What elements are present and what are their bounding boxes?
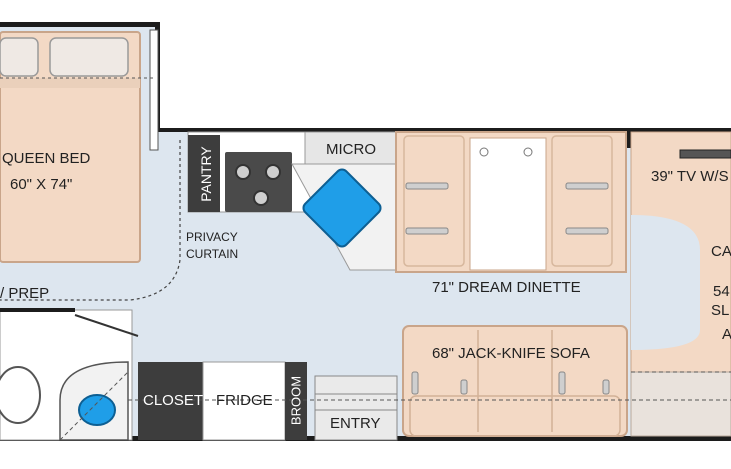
cab-curve (631, 215, 700, 350)
bathroom (0, 308, 139, 441)
cab-label-4: A (722, 326, 731, 343)
jack-knife-sofa (402, 325, 628, 437)
broom-label: BROOM (288, 375, 304, 426)
cab-area (630, 131, 731, 437)
microwave-cabinet (304, 131, 397, 165)
entry-label: ENTRY (330, 415, 381, 432)
pantry-label: PANTRY (198, 146, 214, 202)
fridge-label: FRIDGE (216, 392, 273, 409)
prep-label: / PREP (0, 285, 50, 302)
burner-1 (235, 164, 251, 180)
bedroom-slide-wall (149, 29, 159, 151)
bed-size-label: 60" X 74" (10, 176, 73, 193)
broom-closet (285, 362, 307, 440)
galley (187, 131, 397, 271)
bathroom-sink (78, 394, 116, 426)
closet (138, 362, 203, 440)
dinette-label: 71" DREAM DINETTE (432, 279, 581, 296)
burner-2 (265, 164, 281, 180)
cab-label-3: SL (711, 302, 730, 319)
kitchen-sink (302, 168, 382, 248)
tv-label: 39" TV W/S (651, 168, 729, 185)
pillow-right (49, 37, 129, 77)
entry-steps (314, 375, 398, 441)
storage-row (138, 361, 307, 441)
tv-icon (679, 149, 731, 159)
privacy-curtain-label-1: PRIVACY (186, 230, 238, 244)
sofa-label: 68" JACK-KNIFE SOFA (432, 345, 590, 362)
queen-bed-label: QUEEN BED (2, 150, 91, 167)
closet-label: CLOSET (143, 392, 204, 409)
queen-bed (0, 31, 155, 263)
privacy-curtain-label-2: CURTAIN (186, 247, 239, 261)
toilet (0, 366, 41, 424)
cab-label-1: CA (711, 243, 731, 260)
privacy-curtain (0, 140, 181, 301)
micro-label: MICRO (326, 141, 376, 158)
cab-label-2: 54 (713, 283, 730, 300)
burner-3 (253, 190, 269, 206)
pantry-cabinet (188, 135, 220, 212)
pillow-left (0, 37, 39, 77)
fridge (202, 361, 286, 441)
dream-dinette (395, 131, 627, 273)
